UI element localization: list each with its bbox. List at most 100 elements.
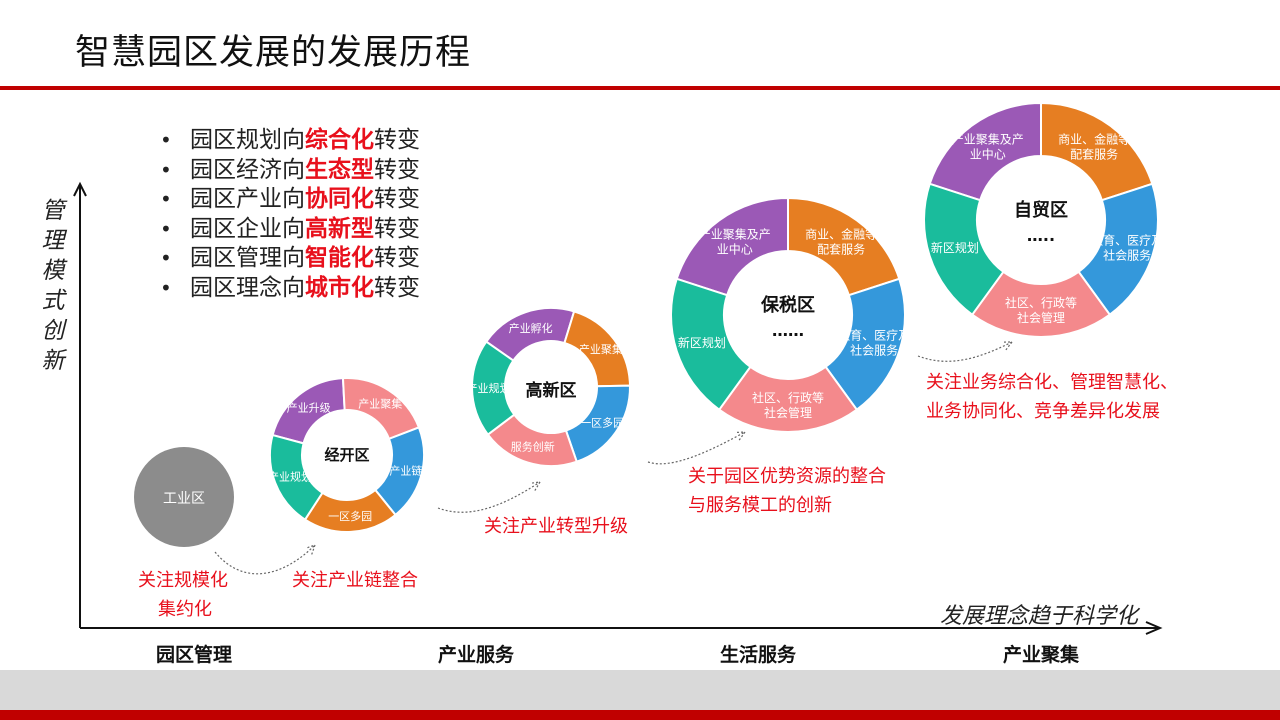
bullet-prefix: 园区规划向 [190, 127, 305, 153]
bullet-highlight: 智能化 [305, 245, 374, 271]
ring-segment-label: 教育、医疗及社会服务 [1091, 233, 1163, 263]
bullet-prefix: 园区管理向 [190, 245, 305, 271]
note-line: 关于园区优势资源的整合 [688, 466, 886, 487]
y-arrow-icon [73, 181, 87, 197]
bullet-item: •园区企业向高新型转变 [160, 215, 420, 245]
arrows-layer [214, 341, 1014, 575]
ring-segment-label: 产业链 [389, 464, 422, 478]
ring-center-title: 保税区 [761, 295, 815, 316]
rings-layer: 工业区产业升级产业聚集产业链一区多园产业规划产业孵化产业聚集一区多园服务创新产业… [134, 101, 1163, 547]
ring-center-ellipsis: …… [772, 321, 804, 340]
bullet-highlight: 协同化 [305, 186, 374, 212]
ring-center-label: 自贸区 ….. [991, 196, 1091, 245]
ring-segment-label: 产业聚集 [579, 342, 623, 356]
note-line: 与服务模工的创新 [688, 495, 832, 516]
note-integration: 关注业务综合化、管理智慧化、 业务协同化、竞争差异化发展 [926, 368, 1178, 426]
industrial-disc [134, 447, 234, 547]
bullet-suffix: 转变 [374, 274, 420, 301]
ring-segment-label: 产业规划 [268, 470, 312, 484]
ring-segment-label: 产业聚集 [358, 397, 402, 411]
ring-segment-label: 新区规划 [931, 240, 979, 255]
ring-segment-label: 社区、行政等社会管理 [752, 390, 824, 420]
ring-segment-label: 一区多园 [328, 509, 372, 523]
industrial-zone: 工业区 [134, 447, 234, 547]
bullet-suffix: 转变 [374, 245, 420, 271]
note-line: 关注业务综合化、管理智慧化、 [926, 372, 1178, 393]
title-divider [0, 86, 1280, 90]
ring-center-title: 自贸区 [1014, 200, 1068, 221]
dotted-arrow-icon [647, 431, 747, 465]
bullet-item: •园区理念向城市化转变 [160, 274, 420, 304]
industrial-label: 工业区 [163, 491, 205, 507]
note-line: 集约化 [158, 599, 212, 620]
ring-center-title: 高新区 [525, 381, 577, 401]
bullet-suffix: 转变 [374, 156, 420, 183]
ring-segment-label: 服务创新 [511, 440, 555, 454]
note-line: 关注产业链整合 [292, 570, 418, 591]
ring-segment-label: 一区多园 [580, 416, 624, 430]
bullet-dot-icon: • [160, 128, 172, 152]
footer-band [0, 670, 1280, 710]
ring-segment-label: 产业聚集及产业中心 [952, 131, 1024, 161]
bullet-prefix: 园区理念向 [190, 274, 305, 301]
bullet-item: • 园区规划向综合化转变 [160, 126, 420, 156]
y-axis-label: 管理模式创新 [41, 198, 65, 374]
note-line: 关注规模化 [138, 570, 228, 591]
bullet-list: •园区规划向综合化转变 •园区经济向生态型转变 •园区产业向协同化转变 •园区企… [160, 126, 420, 303]
ring-segment-label: 产业孵化 [509, 321, 553, 335]
ring-center-ellipsis: ….. [1026, 226, 1056, 245]
ring-segment-label: 新区规划 [678, 335, 726, 350]
bullet-suffix: 转变 [374, 186, 420, 212]
bullet-highlight: 综合化 [305, 127, 374, 153]
x-axis-label: 发展理念趋于科学化 [940, 604, 1139, 629]
note-line: 关注产业转型升级 [484, 516, 628, 537]
stage-label: 生活服务 [720, 644, 797, 666]
bullet-item: • 园区经济向生态型转变 [160, 156, 420, 186]
dotted-arrow-icon [437, 481, 542, 513]
ring-segment-label: 产业规划 [467, 381, 511, 395]
bullet-dot-icon: • [160, 157, 172, 182]
page-title: 智慧园区发展的发展历程 [75, 33, 472, 73]
bullet-item: • 园区产业向协同化转变 [160, 185, 420, 215]
note-upgrade: 关注产业转型升级 [484, 512, 628, 541]
bullet-dot-icon: • [160, 246, 172, 270]
bullet-dot-icon: • [160, 275, 172, 300]
note-scale: 关注规模化 集约化 [138, 566, 228, 624]
x-arrow-icon [1145, 621, 1163, 635]
note-chain: 关注产业链整合 [292, 566, 418, 595]
bullet-dot-icon: • [160, 187, 172, 211]
stage-label: 产业聚集 [1003, 644, 1080, 666]
ring-segment [471, 340, 516, 436]
ring-segment-label: 教育、医疗及社会服务 [838, 328, 910, 358]
bullet-dot-icon: • [160, 216, 172, 241]
bullet-prefix: 园区产业向 [190, 186, 305, 212]
ring-segment [269, 433, 324, 521]
ring-segment-label: 社区、行政等社会管理 [1005, 295, 1077, 325]
bullet-suffix: 转变 [374, 215, 420, 242]
ring-center-label: 高新区 [516, 376, 586, 401]
ring-segment-label: 商业、金融等配套服务 [805, 226, 877, 256]
ring-segment [923, 182, 1005, 317]
ring-center-title: 经开区 [324, 446, 370, 464]
bullet-highlight: 生态型 [305, 156, 374, 183]
bullet-suffix: 转变 [374, 127, 420, 153]
ring-center-label: 保税区 …… [738, 291, 838, 340]
dotted-arrow-icon [214, 544, 316, 575]
ring-segment-label: 产业升级 [287, 400, 331, 414]
stage-label: 园区管理 [156, 644, 233, 666]
footer-divider [0, 710, 1280, 720]
dotted-arrow-icon [917, 341, 1014, 362]
bullet-prefix: 园区经济向 [190, 156, 305, 183]
bullet-item: • 园区管理向智能化转变 [160, 244, 420, 274]
ring-segment [670, 277, 752, 412]
ring-segment-label: 商业、金融等配套服务 [1058, 131, 1130, 161]
note-resources: 关于园区优势资源的整合 与服务模工的创新 [688, 462, 886, 520]
bullet-prefix: 园区企业向 [190, 215, 305, 242]
ring-center-label: 经开区 [312, 444, 382, 465]
ring-segment-label: 产业聚集及产业中心 [699, 226, 771, 256]
axes [73, 181, 1163, 635]
